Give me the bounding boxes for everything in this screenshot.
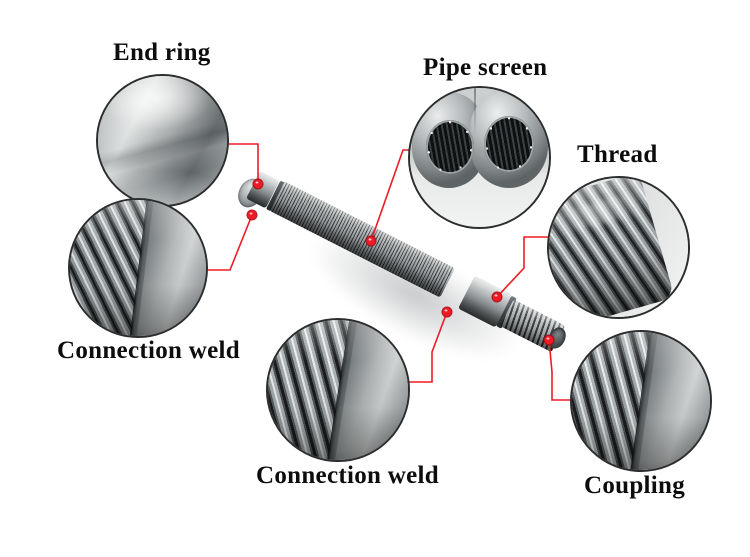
callout-connection-weld-2-detail [266, 318, 410, 462]
weld-joint-texture-2 [268, 320, 408, 460]
label-connection-weld-1: Connection weld [57, 337, 240, 364]
thread-texture [549, 178, 688, 317]
marker-thread [492, 292, 502, 302]
screen-rim-pegs-right [484, 116, 534, 172]
callout-end-ring-detail [96, 74, 229, 207]
coupling-shading [572, 332, 710, 470]
label-coupling: Coupling [584, 472, 686, 499]
screen-rim-pegs-left [426, 120, 474, 174]
thread-cylinder [549, 178, 675, 317]
callout-pipe-screen-detail [408, 86, 551, 229]
callout-connection-weld-1-detail [68, 198, 208, 338]
label-connection-weld-2: Connection weld [256, 462, 439, 489]
marker-pipe-screen [366, 236, 376, 246]
marker-coupling [544, 335, 554, 345]
end-ring-face-texture [98, 76, 227, 205]
callout-thread-detail [547, 176, 690, 319]
screen-pipe-seam [474, 88, 476, 134]
end-ring-highlight [98, 76, 227, 205]
weld-shading-2 [268, 320, 408, 460]
marker-end-ring [253, 179, 263, 189]
coupling-thread-texture [572, 332, 710, 470]
thread-shading [549, 178, 675, 317]
label-pipe-screen: Pipe screen [423, 54, 548, 81]
label-end-ring: End ring [113, 39, 211, 66]
pipe-screen-texture [410, 88, 549, 227]
marker-connection-weld-1 [247, 210, 257, 220]
marker-connection-weld-2 [442, 307, 452, 317]
weld-joint-texture-1 [70, 200, 206, 336]
label-thread: Thread [577, 141, 658, 168]
weld-shading-1 [70, 200, 206, 336]
callout-coupling-detail [570, 330, 712, 472]
